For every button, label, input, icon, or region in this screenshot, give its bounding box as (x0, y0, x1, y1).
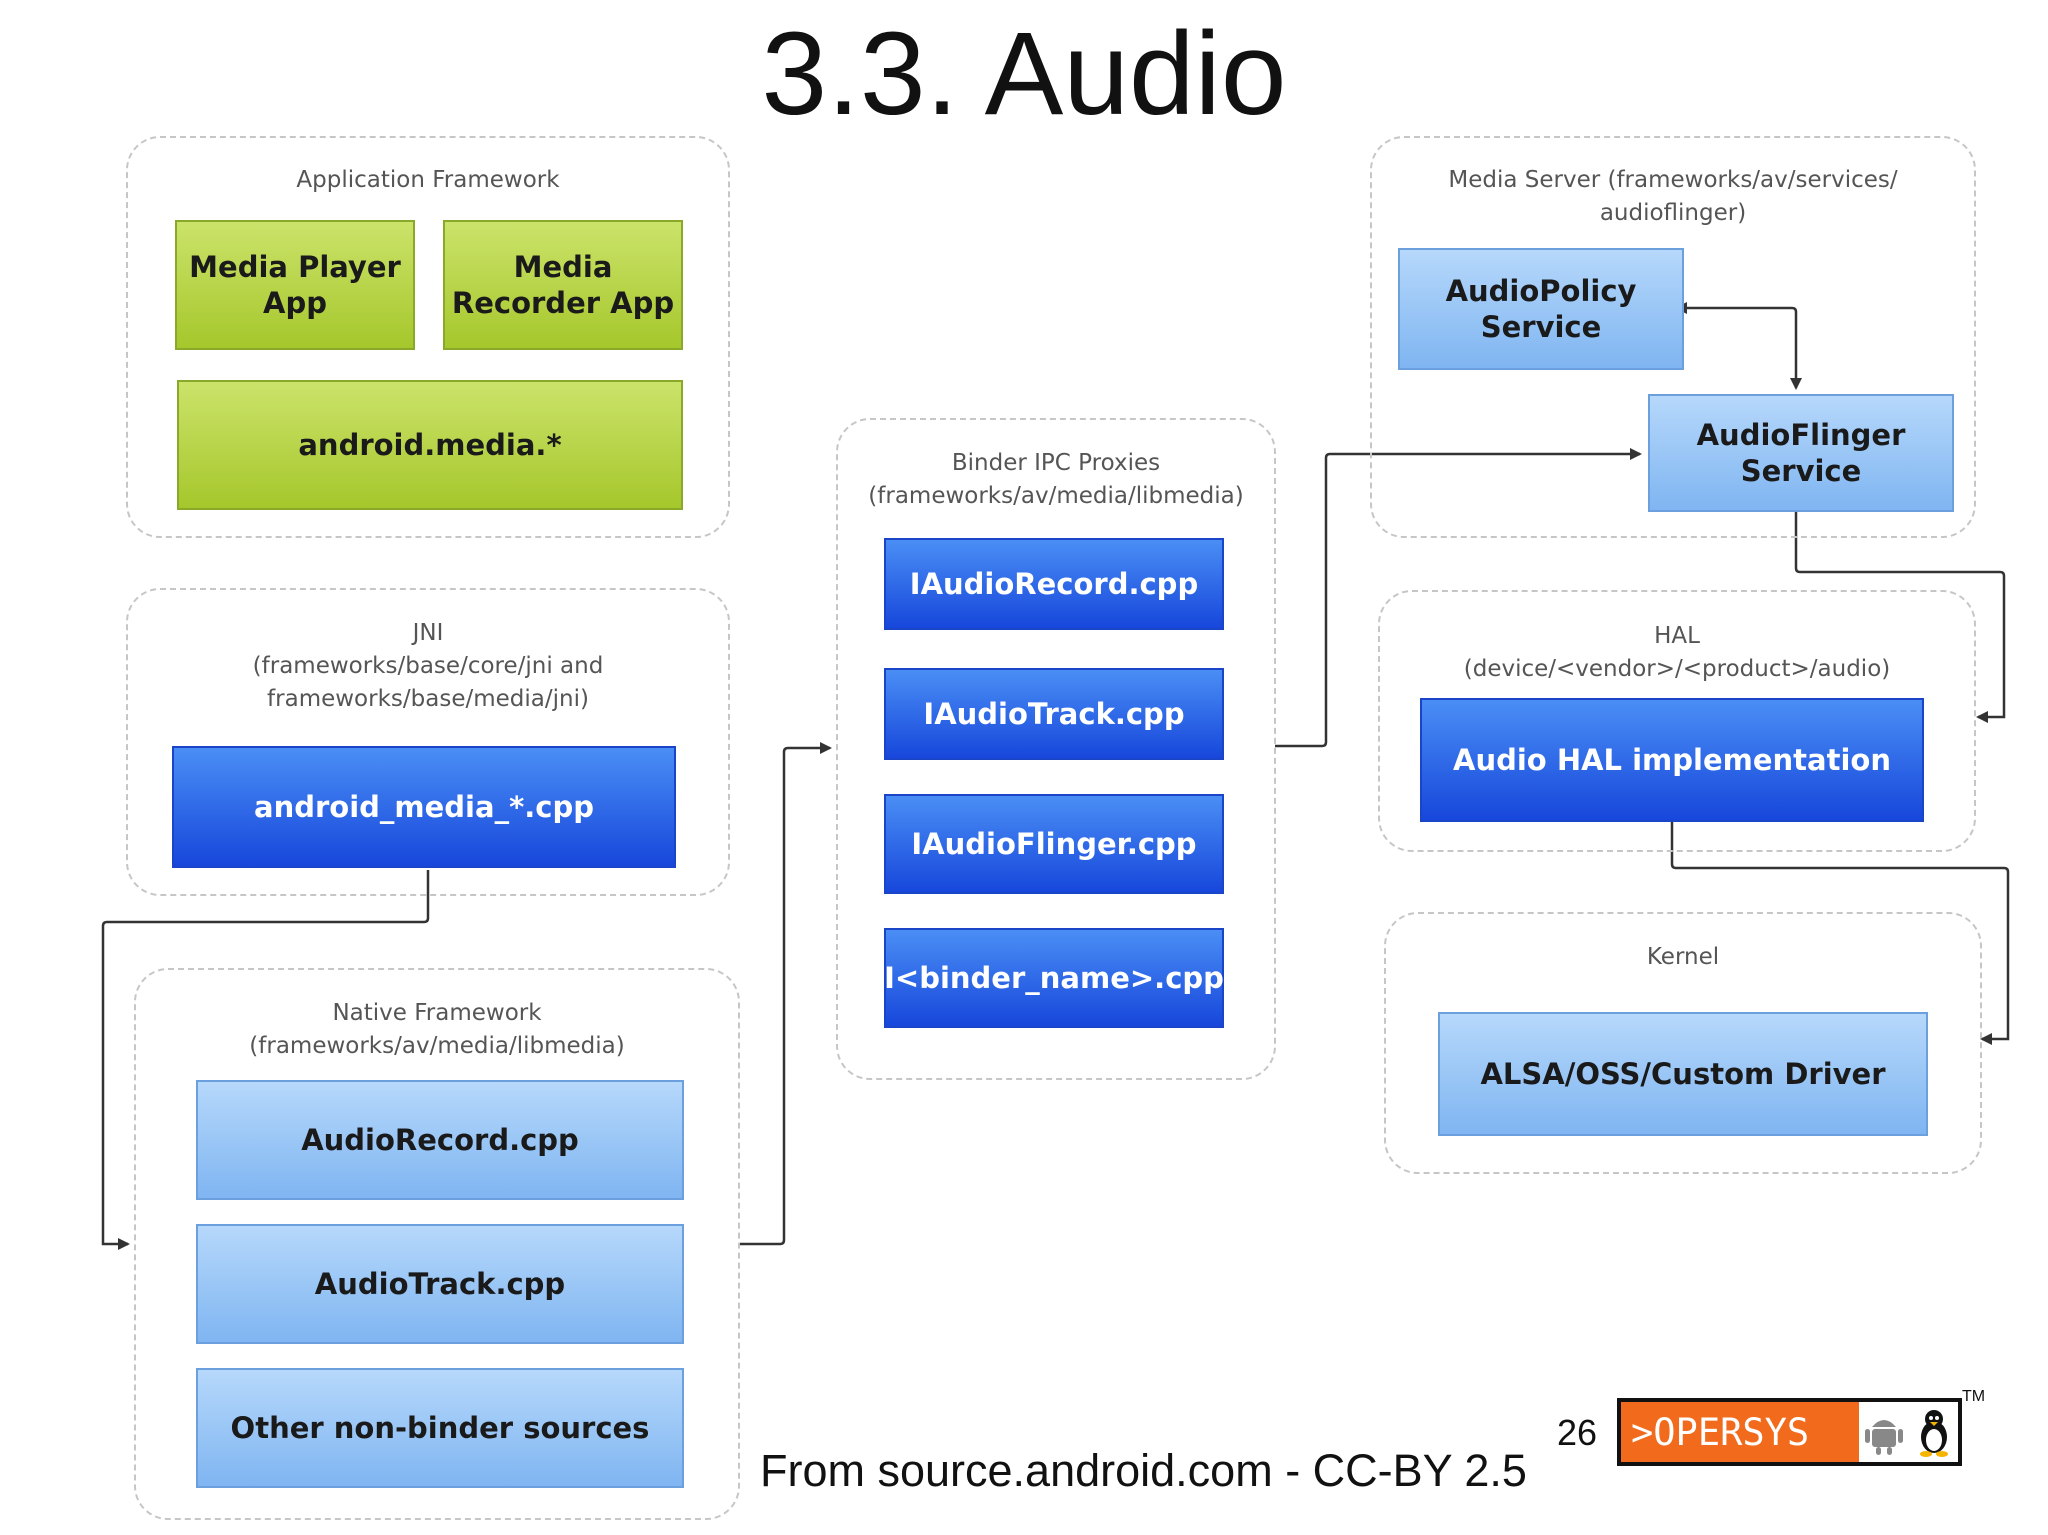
iaudiorecord-cpp-box[interactable]: IAudioRecord.cpp (884, 538, 1224, 630)
arrow-hal-to-kernel (1670, 822, 2010, 1045)
iaudioflinger-cpp-box[interactable]: IAudioFlinger.cpp (884, 794, 1224, 894)
media-server-label: Media Server (frameworks/av/services/ au… (1448, 167, 1898, 226)
android-media-cpp-box[interactable]: android_media_*.cpp (172, 746, 676, 868)
application-framework-group (126, 136, 730, 538)
binder-ipc-proxies-label: Binder IPC Proxies (frameworks/av/media/… (868, 450, 1244, 509)
opersys-logo: >OPERSYS (1617, 1398, 1962, 1466)
media-server-group (1370, 136, 1976, 538)
logo-icons (1859, 1402, 1958, 1462)
jni-label: JNI (frameworks/base/core/jni and framew… (252, 620, 604, 712)
kernel-group (1384, 912, 1982, 1174)
page-title: 3.3. Audio (761, 8, 1287, 140)
audioflinger-service-box[interactable]: AudioFlinger Service (1648, 394, 1954, 512)
alsa-oss-custom-driver-box[interactable]: ALSA/OSS/Custom Driver (1438, 1012, 1928, 1136)
audiotrack-cpp-box[interactable]: AudioTrack.cpp (196, 1224, 684, 1344)
audiorecord-cpp-box[interactable]: AudioRecord.cpp (196, 1080, 684, 1200)
media-player-app-box[interactable]: Media Player App (175, 220, 415, 350)
application-framework-label: Application Framework (296, 167, 560, 193)
audio-hal-implementation-box[interactable]: Audio HAL implementation (1420, 698, 1924, 822)
arrow-audioflinger-to-hal (1794, 512, 2006, 723)
arrow-native-to-binder (740, 742, 832, 1246)
native-framework-group (134, 968, 740, 1520)
media-recorder-app-box[interactable]: Media Recorder App (443, 220, 683, 350)
binder-ipc-proxies-group (836, 418, 1276, 1080)
arrow-audiopolicy-audioflinger (1675, 302, 1802, 390)
arrow-binder-to-audioflinger (1275, 448, 1642, 748)
hal-group (1378, 590, 1976, 852)
kernel-label: Kernel (1646, 944, 1720, 970)
arrow-jni-to-native (101, 870, 430, 1250)
source-credit: From source.android.com - CC-BY 2.5 (760, 1445, 1527, 1496)
iaudiotrack-cpp-box[interactable]: IAudioTrack.cpp (884, 668, 1224, 760)
android-icon (1865, 1420, 1904, 1455)
trademark-mark: TM (1962, 1388, 1986, 1405)
opersys-logo-text: >OPERSYS (1621, 1402, 1859, 1462)
jni-group (126, 588, 730, 896)
other-non-binder-sources-box[interactable]: Other non-binder sources (196, 1368, 684, 1488)
hal-label: HAL (device/<vendor>/<product>/audio) (1463, 623, 1891, 682)
tux-penguin-icon (1919, 1410, 1948, 1457)
native-framework-label: Native Framework (frameworks/av/media/li… (249, 1000, 625, 1059)
audiopolicy-service-box[interactable]: AudioPolicy Service (1398, 248, 1684, 370)
ibinder-name-cpp-box[interactable]: I<binder_name>.cpp (884, 928, 1224, 1028)
android-media-box[interactable]: android.media.* (177, 380, 683, 510)
page-number: 26 (1557, 1412, 1598, 1453)
